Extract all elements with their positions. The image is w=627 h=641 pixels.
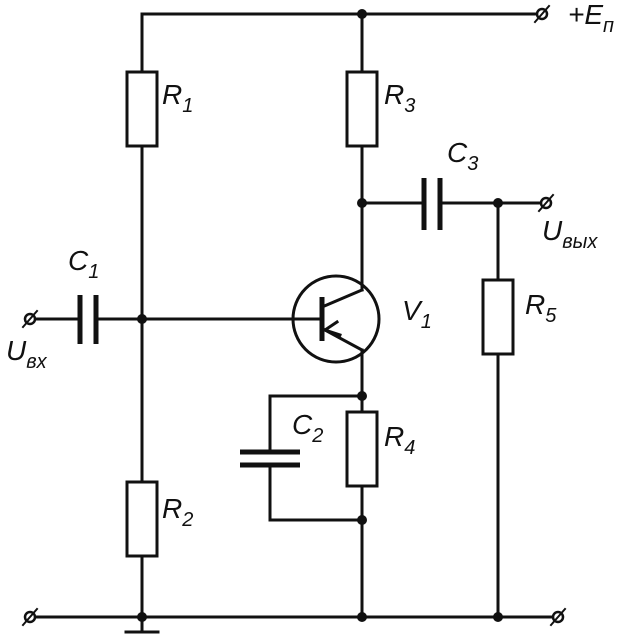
terminal-input: [21, 309, 39, 329]
label-c2: C2: [292, 409, 323, 447]
junction-dot: [357, 9, 367, 19]
label-input: Uвх: [6, 335, 48, 373]
junction-dot: [137, 612, 147, 622]
capacitor-c1: [77, 295, 99, 344]
junction-dot: [357, 515, 367, 525]
capacitor-c2: [240, 449, 300, 468]
transistor-emitter-arrow: [321, 319, 342, 337]
junction-dot: [137, 314, 147, 324]
label-output: Uвых: [542, 215, 598, 253]
terminal-ground-right: [549, 607, 567, 627]
label-r1: R1: [162, 79, 193, 117]
c2-top-wire: [268, 394, 364, 454]
label-v1: V1: [402, 295, 432, 333]
junction-dot: [493, 198, 503, 208]
c2-bottom-wire: [268, 462, 364, 522]
wires: [32, 12, 556, 634]
terminal-output: [537, 193, 555, 213]
label-r4: R4: [384, 421, 415, 459]
junction-dot: [357, 612, 367, 622]
resistor-r5: [481, 278, 515, 356]
transistor-collector-lead: [320, 288, 364, 309]
resistor-r3: [345, 70, 379, 148]
terminal-ground-left: [21, 607, 39, 627]
transistor-envelope: [291, 274, 381, 364]
label-r3: R3: [384, 79, 415, 117]
label-c3: C3: [447, 137, 478, 175]
label-supply: +Eп: [568, 0, 614, 37]
junctions: [137, 9, 503, 622]
label-r5: R5: [525, 289, 557, 327]
resistor-r2: [125, 480, 159, 558]
label-c1: C1: [68, 245, 99, 283]
resistor-r1: [125, 70, 159, 148]
junction-dot: [357, 391, 367, 401]
transistor-v1: [291, 274, 381, 364]
terminal-supply: [533, 4, 551, 24]
capacitor-c3: [421, 178, 443, 230]
junction-dot: [493, 612, 503, 622]
junction-dot: [357, 198, 367, 208]
label-r2: R2: [162, 493, 193, 531]
resistor-r4: [345, 410, 379, 488]
